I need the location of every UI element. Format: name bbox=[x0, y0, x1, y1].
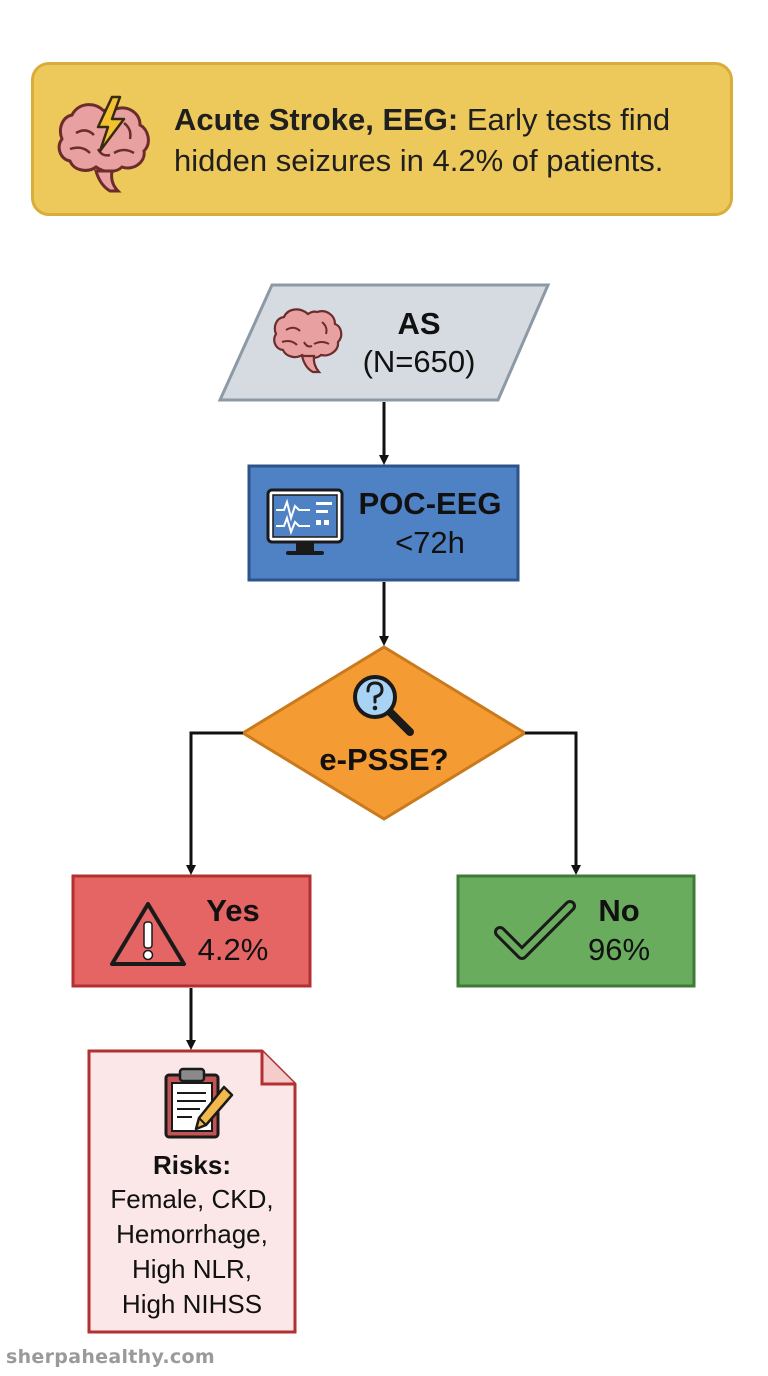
yes-subtitle: 4.2% bbox=[197, 932, 269, 967]
as-subtitle: (N=650) bbox=[362, 344, 476, 379]
magnifier-question-icon bbox=[353, 675, 414, 736]
poc-eeg-subtitle: <72h bbox=[395, 525, 465, 560]
arrow-decision-to-yes bbox=[186, 731, 243, 875]
risks-line: High NIHSS bbox=[121, 1289, 263, 1319]
banner-text: Acute Stroke, EEG: Early tests find hidd… bbox=[174, 99, 719, 181]
risks-title: Risks: bbox=[152, 1150, 232, 1180]
checkmark-icon bbox=[494, 900, 576, 960]
risks-node: Risks: Female, CKD, Hemorrhage, High NLR… bbox=[92, 1148, 292, 1322]
as-node: AS (N=650) bbox=[344, 306, 494, 382]
as-title: AS bbox=[397, 306, 441, 341]
banner-title: Acute Stroke, EEG: bbox=[174, 102, 459, 137]
yes-title: Yes bbox=[206, 893, 260, 928]
eeg-monitor-icon bbox=[266, 488, 344, 555]
yes-node: Yes 4.2% bbox=[178, 893, 288, 971]
banner-body: Early tests find hidden seizures in 4.2%… bbox=[174, 102, 671, 178]
summary-banner: Acute Stroke, EEG: Early tests find hidd… bbox=[31, 62, 733, 216]
yes-node-shape bbox=[71, 874, 312, 988]
brain-icon bbox=[273, 308, 343, 374]
risks-line: High NLR, bbox=[132, 1254, 252, 1284]
no-node: No 96% bbox=[566, 893, 672, 971]
clipboard-pencil-icon bbox=[164, 1067, 234, 1139]
decision-node: e-PSSE? bbox=[300, 742, 468, 778]
decision-title: e-PSSE? bbox=[319, 742, 449, 777]
risks-node-shape bbox=[87, 1049, 297, 1334]
brain-lightning-icon bbox=[57, 95, 150, 193]
risks-line: Hemorrhage, bbox=[116, 1219, 268, 1249]
no-subtitle: 96% bbox=[587, 932, 651, 967]
risks-line: Female, CKD, bbox=[110, 1184, 274, 1214]
footer-watermark: sherpahealthy.com bbox=[6, 1346, 215, 1368]
warning-icon bbox=[110, 902, 186, 966]
decision-node-shape bbox=[240, 645, 528, 821]
poc-eeg-title: POC-EEG bbox=[358, 486, 502, 521]
no-title: No bbox=[598, 893, 640, 928]
arrow-decision-to-no bbox=[525, 731, 581, 875]
poc-eeg-node: POC-EEG <72h bbox=[350, 486, 510, 564]
no-node-shape bbox=[456, 874, 696, 988]
